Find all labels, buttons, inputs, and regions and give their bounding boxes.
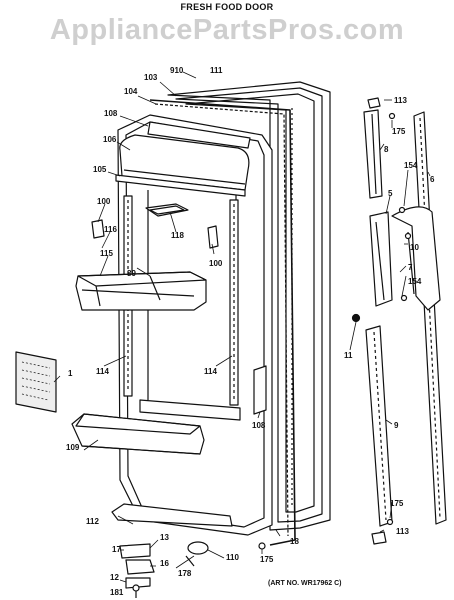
shelf-bin (75, 271, 207, 311)
callout-108-bottom: 108 (252, 421, 266, 430)
callout-114-right: 114 (204, 367, 217, 376)
handle-5 (369, 211, 393, 307)
callout-106: 106 (103, 135, 117, 144)
callout-154-top: 154 (404, 161, 418, 170)
bottom-bin (71, 413, 205, 455)
dairy-compartment (115, 121, 251, 197)
handle-trim-9 (365, 325, 393, 527)
callout-10: 10 (410, 243, 419, 252)
callout-100-right: 100 (209, 259, 223, 268)
callout-6: 6 (430, 175, 435, 184)
callout-100-left: 100 (97, 197, 111, 206)
leader-lines (53, 71, 431, 583)
callout-9: 9 (394, 421, 399, 430)
callout-5: 5 (388, 189, 393, 198)
diagram-title: FRESH FOOD DOOR (180, 2, 274, 12)
handle-trim-6 (413, 111, 447, 525)
callout-7: 7 (408, 263, 413, 272)
callout-105: 105 (93, 165, 107, 174)
callout-113-bottom: 113 (396, 527, 409, 536)
callout-910: 910 (170, 66, 184, 75)
callout-12: 12 (110, 573, 119, 582)
callout-108-top: 108 (104, 109, 118, 118)
screws (351, 112, 412, 526)
egg-tray (145, 203, 189, 217)
callout-110: 110 (226, 553, 239, 562)
callout-175-bottom: 175 (260, 555, 274, 564)
callout-181: 181 (110, 588, 124, 597)
callout-109: 109 (66, 443, 80, 452)
handle-trim-8 (363, 109, 383, 199)
watermark: AppliancePartsPros.com (49, 14, 405, 46)
callout-103: 103 (144, 73, 158, 82)
callout-1: 1 (68, 369, 73, 378)
trim-strip (253, 365, 267, 415)
callout-178: 178 (178, 569, 192, 578)
callout-175-right: 175 (390, 499, 404, 508)
art-number: (ART NO. WR17962 C) (268, 580, 342, 587)
callout-115: 115 (100, 249, 113, 258)
callout-113-top: 113 (394, 96, 407, 105)
callout-116: 116 (104, 225, 117, 234)
hinge-hardware (119, 541, 266, 598)
callout-175-top: 175 (392, 127, 406, 136)
callout-17: 17 (112, 545, 121, 554)
callout-16: 16 (160, 559, 169, 568)
bottom-trim (111, 503, 233, 527)
callout-154-bottom: 154 (408, 277, 422, 286)
callout-18: 18 (290, 537, 299, 546)
callout-112: 112 (86, 517, 99, 526)
callout-114-left: 114 (96, 367, 109, 376)
callout-8: 8 (384, 145, 389, 154)
outer-door-panel (167, 81, 331, 531)
callout-89: 89 (127, 269, 136, 278)
handle-cap-top (367, 97, 381, 109)
label-card (15, 351, 57, 413)
callout-13: 13 (160, 533, 169, 542)
handle-7 (391, 206, 441, 311)
callout-118: 118 (171, 231, 184, 240)
callout-11: 11 (344, 351, 353, 360)
callout-104: 104 (124, 87, 138, 96)
door-gasket (149, 99, 296, 546)
handle-cap-bottom (371, 531, 387, 545)
callout-111: 111 (210, 66, 223, 75)
